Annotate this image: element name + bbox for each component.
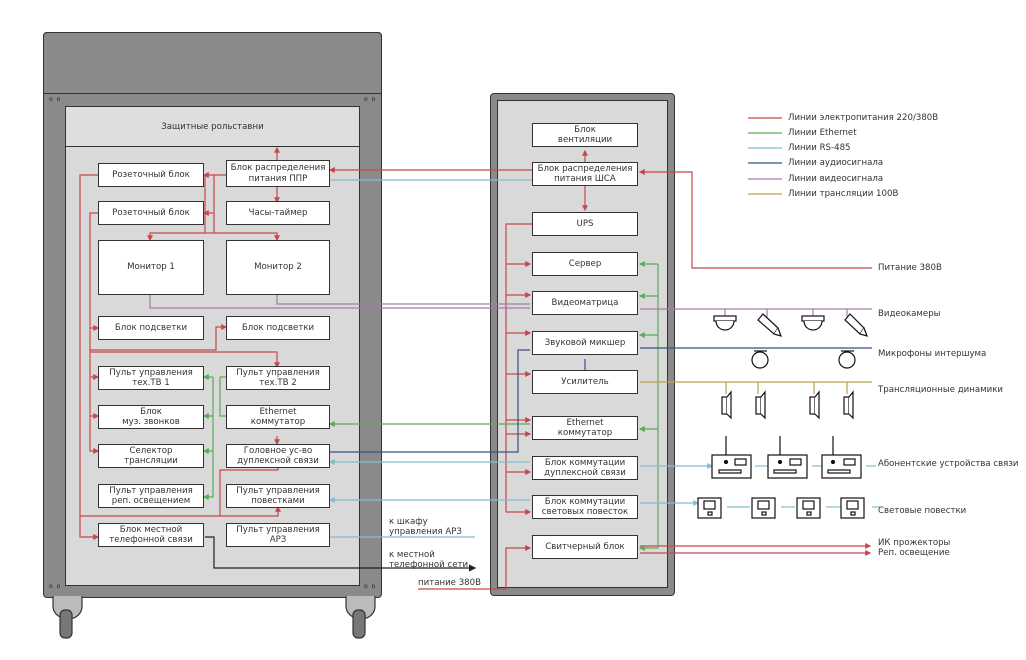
- notice-light-icon: [697, 497, 722, 519]
- to-phone-network-label: к местной телефонной сети: [389, 550, 469, 570]
- left-cabinet-top: [43, 32, 382, 94]
- duplex-head-unit: Головное ус-во дуплексной связи: [226, 444, 330, 468]
- ventilation-block: Блок вентиляции: [532, 123, 638, 147]
- subscriber-unit-icon: [711, 436, 752, 479]
- bullet-camera-icon: [757, 313, 782, 337]
- rack-screws: o o: [364, 583, 377, 590]
- socket-block-1: Розеточный блок: [98, 163, 204, 187]
- speakers-label: Трансляционные динамики: [878, 385, 1003, 395]
- dome-camera-icon: [801, 315, 825, 331]
- ethernet-switch-right: Ethernet коммутатор: [532, 416, 638, 440]
- legend-ethernet: Линии Ethernet: [788, 128, 857, 138]
- ir-projectors-label: ИК прожекторы: [878, 538, 951, 548]
- power-in-right-label: Питание 380В: [878, 263, 942, 273]
- protective-shutter: Защитные рольставни: [66, 107, 359, 147]
- legend-lines: [748, 117, 782, 195]
- legend-rs485: Линии RS-485: [788, 143, 851, 153]
- power-distribution-ppr: Блок распределения питания ППР: [226, 160, 330, 187]
- broadcast-selector: Селектор трансляции: [98, 444, 204, 468]
- audio-mixer: Звуковой микшер: [532, 331, 638, 355]
- tv-control-panel-2: Пульт управления тех.ТВ 2: [226, 366, 330, 390]
- monitor-1: Монитор 1: [98, 240, 204, 295]
- speaker-icon: [721, 390, 732, 420]
- bullet-camera-icon: [844, 313, 868, 337]
- legend-power: Линии электропитания 220/380В: [788, 113, 939, 123]
- backlight-block-1: Блок подсветки: [98, 316, 204, 340]
- local-phone-block: Блок местной телефонной связи: [98, 523, 204, 547]
- rack-screws: o o: [364, 96, 377, 103]
- microphone-icon: [838, 350, 856, 369]
- timer-clock: Часы-таймер: [226, 201, 330, 225]
- legend-video: Линии видеосигнала: [788, 174, 884, 184]
- notice-light-icon: [796, 497, 821, 519]
- power-distribution-sha: Блок распределения питания ШСА: [532, 162, 638, 186]
- switcher-block: Свитчерный блок: [532, 535, 638, 559]
- music-bells-block: Блок муз. звонков: [98, 405, 204, 429]
- caster-wheel-left: [52, 596, 83, 639]
- notice-light-icon: [751, 497, 776, 519]
- backlight-block-2: Блок подсветки: [226, 316, 330, 340]
- speaker-icon: [809, 390, 820, 420]
- subscribers-label: Абонентские устройства связи: [878, 459, 1019, 469]
- power-in-left-label: питание 380В: [418, 578, 481, 588]
- notice-light-icon: [840, 497, 865, 519]
- notice-lights-switching-block: Блок коммутации световых повесток: [532, 495, 638, 519]
- microphone-icon: [751, 350, 769, 369]
- rep-lighting-label: Реп. освещение: [878, 548, 950, 558]
- to-arz-cabinet-label: к шкафу управления АРЗ: [389, 517, 462, 537]
- legend-audio: Линии аудиосигнала: [788, 158, 884, 168]
- rack-screws: o o: [49, 96, 62, 103]
- monitor-2: Монитор 2: [226, 240, 330, 295]
- subscriber-unit-icon: [767, 436, 808, 479]
- rack-screws: o o: [49, 583, 62, 590]
- speaker-icon: [755, 390, 766, 420]
- legend-broadcast: Линии трансляции 100В: [788, 189, 899, 199]
- caster-wheel-right: [345, 596, 376, 639]
- speaker-icon: [843, 390, 854, 420]
- video-matrix: Видеоматрица: [532, 291, 638, 315]
- duplex-switching-block: Блок коммутации дуплексной связи: [532, 456, 638, 480]
- server: Сервер: [532, 252, 638, 276]
- notice-lights-label: Световые повестки: [878, 506, 967, 516]
- socket-block-2: Розеточный блок: [98, 201, 204, 225]
- notices-control-panel: Пульт управления повестками: [226, 484, 330, 508]
- arz-control-panel: Пульт управления АРЗ: [226, 523, 330, 547]
- mics-label: Микрофоны интершума: [878, 349, 987, 359]
- tv-control-panel-1: Пульт управления тех.ТВ 1: [98, 366, 204, 390]
- rep-lighting-panel: Пульт управления реп. освещением: [98, 484, 204, 508]
- ethernet-switch-left: Ethernet коммутатор: [226, 405, 330, 429]
- cameras-label: Видеокамеры: [878, 309, 941, 319]
- dome-camera-icon: [713, 315, 737, 331]
- amplifier: Усилитель: [532, 370, 638, 394]
- ups: UPS: [532, 212, 638, 236]
- subscriber-unit-icon: [821, 436, 862, 479]
